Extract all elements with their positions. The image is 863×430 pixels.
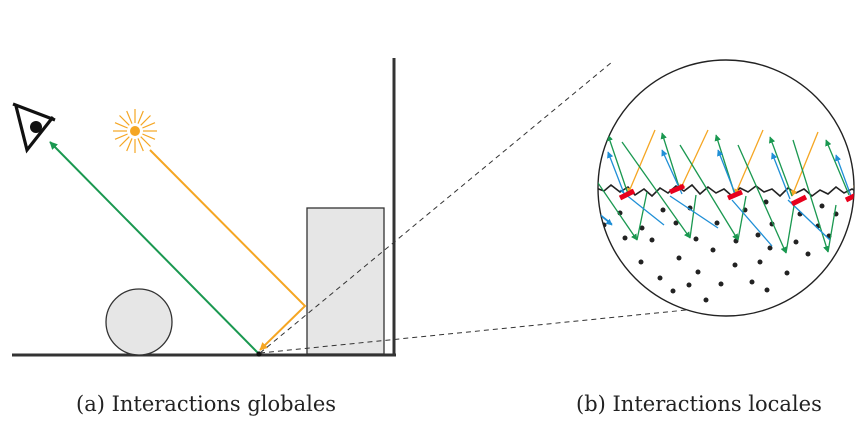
box-object xyxy=(306,207,385,355)
zoom-line-top xyxy=(259,61,613,354)
contact-patches xyxy=(618,183,854,207)
magnifier-circle xyxy=(597,59,855,317)
incoming-ray xyxy=(149,149,307,351)
incoming-rays xyxy=(627,129,854,197)
zoom-line-bottom xyxy=(259,307,707,354)
sun-icon xyxy=(113,109,157,153)
scene-local xyxy=(597,59,855,317)
outgoing-ray xyxy=(49,141,260,355)
rough-surface xyxy=(598,183,854,198)
caption-global-interactions: (a) Interactions globales xyxy=(76,392,337,416)
eye-icon xyxy=(12,102,56,154)
scene-global xyxy=(12,58,396,357)
sphere-object xyxy=(105,288,173,356)
caption-local-interactions: (b) Interactions locales xyxy=(576,392,822,416)
